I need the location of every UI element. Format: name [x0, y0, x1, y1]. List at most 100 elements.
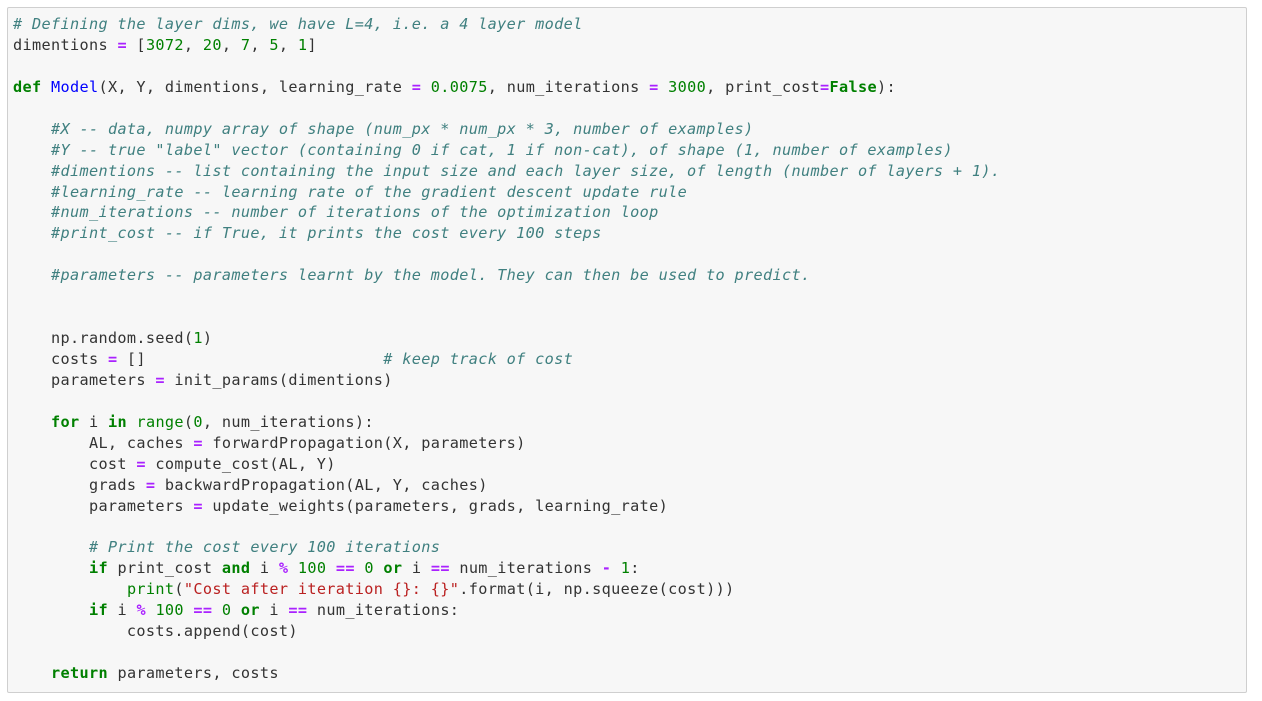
code-token: AL, caches [13, 433, 194, 452]
code-line [13, 517, 1000, 538]
code-line: # Defining the layer dims, we have L=4, … [13, 14, 1000, 35]
code-token: #X -- data, numpy array of shape (num_px… [50, 119, 754, 138]
code-token [13, 664, 51, 682]
code-token: #parameters -- parameters learnt by the … [50, 266, 811, 285]
code-token: 20 [202, 35, 222, 54]
code-token: == [288, 601, 308, 620]
code-token: if [88, 601, 108, 620]
code-token: ] [307, 35, 317, 54]
code-line: grads = backwardPropagation(AL, Y, cache… [13, 475, 1000, 496]
code-line: np.random.seed(1) [13, 328, 1000, 349]
code-token [13, 141, 51, 159]
code-line: #dimentions -- list containing the input… [13, 161, 1000, 182]
code-token: 7 [240, 35, 251, 54]
code-line: #num_iterations -- number of iterations … [13, 202, 1000, 223]
code-token [611, 559, 621, 577]
code-token: , [183, 35, 203, 54]
code-token: print [126, 580, 175, 599]
code-editor[interactable]: # Defining the layer dims, we have L=4, … [13, 14, 1000, 684]
code-line: #X -- data, numpy array of shape (num_px… [13, 119, 1000, 140]
code-token [13, 559, 89, 577]
code-token: 0.0075 [430, 77, 488, 96]
code-token [374, 559, 384, 577]
code-token: = [117, 35, 127, 54]
code-token [231, 601, 241, 619]
code-token: or [240, 601, 260, 620]
code-token: Model [50, 77, 99, 96]
code-token: = [820, 77, 830, 96]
code-line [13, 244, 1000, 265]
code-token: = [155, 370, 165, 389]
code-token: = [411, 77, 422, 96]
code-token: grads [13, 475, 146, 494]
code-token [355, 559, 365, 577]
code-token: .format(i, np.squeeze(cost))) [459, 580, 735, 599]
code-token: init_params(dimentions) [164, 370, 393, 389]
code-line: #Y -- true "label" vector (containing 0 … [13, 140, 1000, 161]
code-line [13, 98, 1000, 119]
code-token: : [630, 559, 640, 578]
code-token: costs.append(cost) [13, 622, 298, 641]
code-token [659, 78, 669, 96]
code-token: % [278, 559, 289, 578]
code-token: # Defining the layer dims, we have L=4, … [13, 15, 583, 33]
code-line: dimentions = [3072, 20, 7, 5, 1] [13, 35, 1000, 56]
code-token: "Cost after iteration {}: {}" [183, 580, 460, 599]
code-token: = [136, 454, 146, 473]
code-token [13, 203, 51, 221]
code-line [13, 642, 1000, 663]
code-token [13, 601, 89, 619]
code-token: update_weights(parameters, grads, learni… [202, 496, 669, 515]
code-line [13, 56, 1000, 77]
code-token: #print_cost -- if True, it prints the co… [50, 224, 602, 243]
code-token: 1 [620, 559, 631, 578]
code-line [13, 307, 1000, 328]
code-token: = [649, 77, 659, 96]
code-token: = [193, 433, 203, 452]
code-token: , [250, 35, 270, 54]
code-token [13, 183, 51, 201]
code-token: , num_iterations): [202, 412, 374, 431]
code-token: [ [126, 35, 146, 54]
code-token: i [79, 412, 108, 431]
code-line [13, 286, 1000, 307]
code-token: 3000 [668, 77, 707, 96]
code-cell[interactable]: # Defining the layer dims, we have L=4, … [7, 7, 1247, 693]
code-token [13, 413, 51, 431]
code-token: or [383, 559, 403, 578]
code-token: num_iterations: [307, 601, 460, 620]
code-token: ): [877, 77, 897, 96]
code-line: if i % 100 == 0 or i == num_iterations: [13, 600, 1000, 621]
code-token: # Print the cost every 100 iterations [88, 538, 441, 557]
code-token: = [145, 475, 156, 494]
code-token: ( [183, 412, 194, 431]
code-token: parameters, costs [107, 664, 279, 683]
code-token: backwardPropagation(AL, Y, caches) [155, 475, 488, 494]
code-token: print_cost [107, 559, 222, 578]
code-token: ) [202, 329, 213, 348]
code-token: 1 [193, 329, 203, 348]
code-token: 0 [221, 601, 232, 620]
code-token: if [88, 559, 108, 578]
code-token [146, 601, 156, 619]
code-token: , num_iterations [487, 77, 650, 96]
code-token: % [136, 601, 146, 620]
code-token: compute_cost(AL, Y) [145, 454, 336, 473]
code-line: cost = compute_cost(AL, Y) [13, 454, 1000, 475]
code-token: == [335, 559, 355, 578]
code-token: #dimentions -- list containing the input… [50, 161, 1001, 180]
code-token [41, 78, 51, 96]
code-token: parameters [13, 370, 156, 389]
code-token: False [829, 77, 878, 96]
code-line: if print_cost and i % 100 == 0 or i == n… [13, 558, 1000, 579]
code-token [288, 559, 298, 577]
code-token [13, 120, 51, 138]
code-token: costs [13, 350, 108, 368]
code-token: i [107, 601, 137, 620]
code-line: for i in range(0, num_iterations): [13, 412, 1000, 433]
code-token [326, 559, 336, 577]
code-token: ( [174, 580, 184, 599]
code-token: parameters [13, 496, 194, 515]
code-token: [] [117, 350, 384, 368]
code-token [13, 580, 127, 598]
